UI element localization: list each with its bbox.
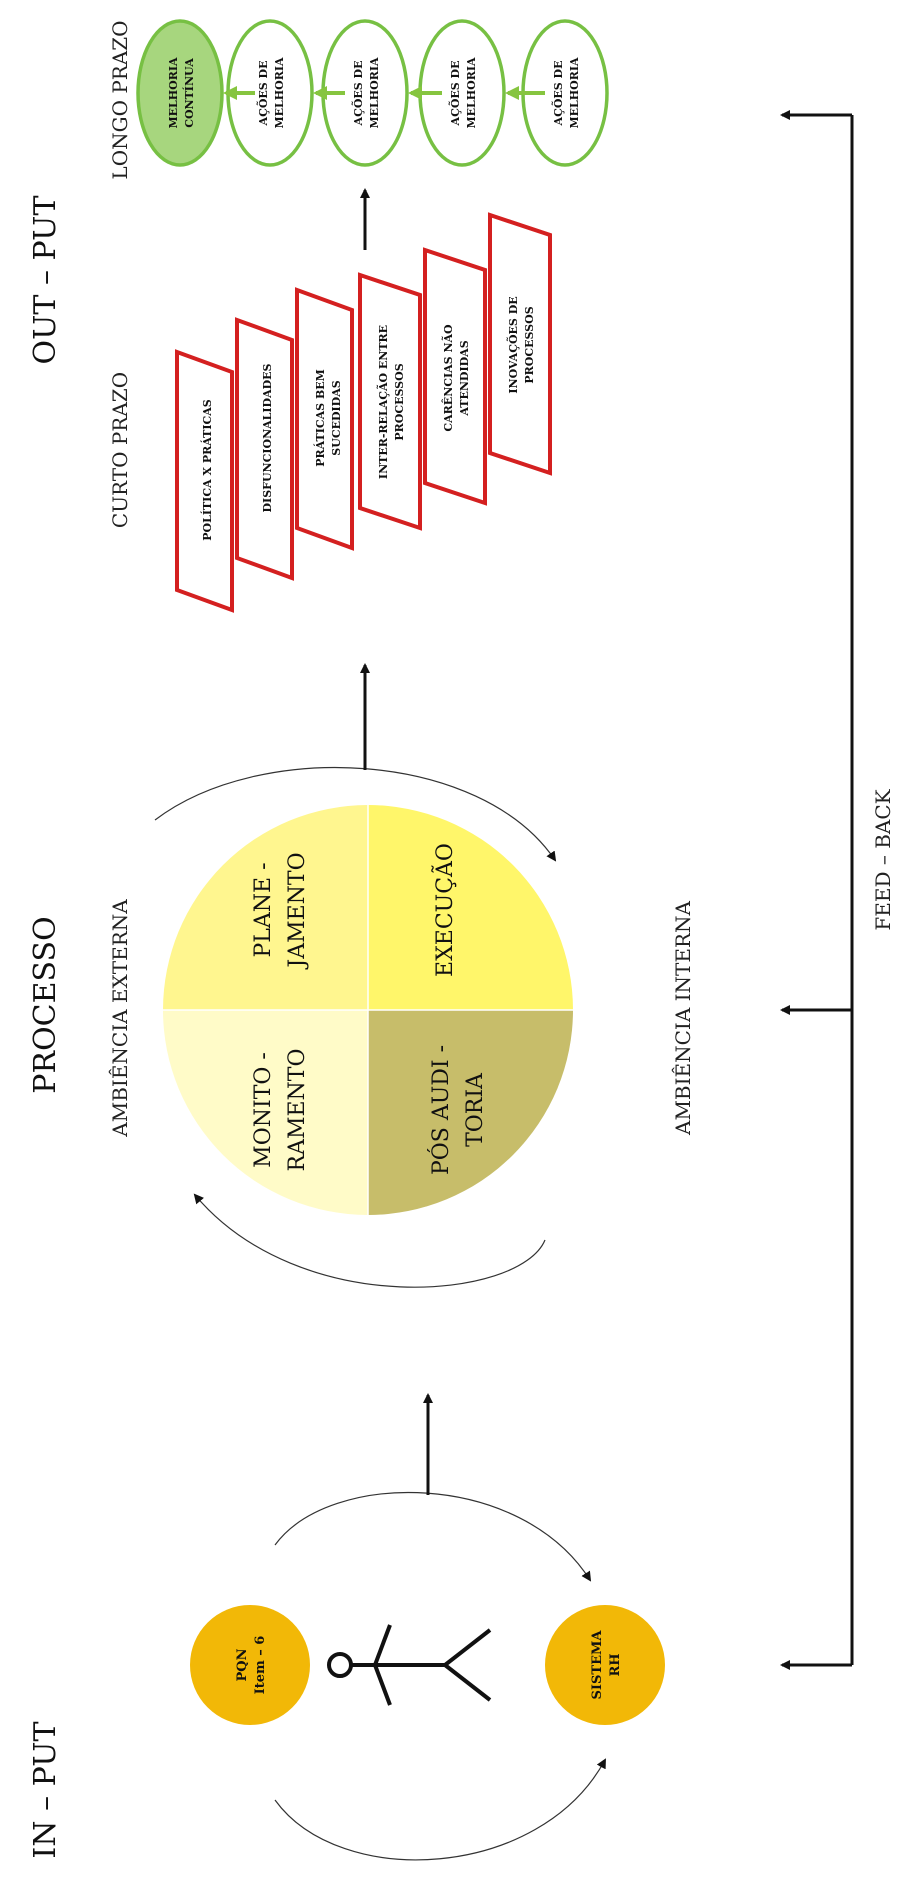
node3-line1: AÇÕES DE: [351, 61, 365, 127]
quadrant-execucao: [368, 805, 573, 1010]
process-title: PROCESSO: [28, 916, 63, 1093]
person-icon: [327, 1624, 492, 1706]
label-feed-back: FEED – BACK: [871, 788, 895, 930]
long-term-nodes: [136, 19, 609, 167]
heading-process: PROCESSO: [28, 916, 63, 1093]
quadrant-monitoramento: [163, 1010, 368, 1215]
pos-auditoria-label: PÓS AUDI - TORIA: [427, 1045, 488, 1175]
box2-line1: DISFUNCIONALIDADES: [261, 363, 274, 512]
heading-input: IN – PUT: [28, 1721, 63, 1858]
pos-auditoria-line-2: TORIA: [463, 1072, 488, 1147]
label-curto-prazo: CURTO PRAZO: [108, 372, 132, 528]
node4-label: AÇÕES DE MELHORIA: [448, 57, 478, 129]
node1-label: MELHORIA CONTÍNUA: [167, 57, 196, 129]
node1-line1: MELHORIA: [167, 57, 180, 129]
sistema-rh-node-label: SISTEMA RH: [590, 1630, 623, 1700]
box6-line2: PROCESSOS: [523, 306, 536, 383]
input-curve-bottom-arrow: [274, 1758, 606, 1861]
rh-label-1: SISTEMA: [590, 1630, 605, 1700]
node5-label: AÇÕES DE MELHORIA: [551, 57, 581, 129]
box-inovacoes: [488, 212, 552, 476]
box-politica-praticas: [175, 349, 234, 613]
execucao-label: EXECUÇÃO: [430, 843, 458, 977]
node3-label: AÇÕES DE MELHORIA: [351, 57, 381, 129]
box4-line2: PROCESSOS: [393, 363, 406, 440]
box5-label: CARÊNCIAS NÃO ATENDIDAS: [441, 324, 471, 432]
pqn-node-label: PQN Item – 6: [235, 1636, 268, 1695]
node1-line2: CONTÍNUA: [182, 58, 196, 128]
node5-line1: AÇÕES DE: [551, 61, 565, 127]
node2-label: AÇÕES DE MELHORIA: [256, 57, 286, 129]
quadrant-planejamento: [163, 805, 368, 1010]
ambiencia-externa-text: AMBIÊNCIA EXTERNA: [108, 899, 132, 1138]
label-ambiencia-interna: AMBIÊNCIA INTERNA: [671, 900, 695, 1136]
box5-line1: CARÊNCIAS NÃO: [441, 324, 455, 432]
longo-prazo-text: LONGO PRAZO: [108, 20, 132, 179]
box1-label: POLÍTICA X PRÁTICAS: [200, 399, 214, 541]
box5-line2: ATENDIDAS: [458, 340, 471, 416]
box-carencias: [423, 247, 487, 506]
planejamento-line-2: JAMENTO: [285, 852, 310, 969]
short-term-boxes: [175, 212, 552, 613]
quadrant-pos-auditoria: [368, 1010, 573, 1215]
monitoramento-line-2: RAMENTO: [285, 1049, 310, 1172]
rh-label-2: RH: [608, 1653, 623, 1676]
sistema-rh-node: [545, 1605, 665, 1725]
execucao-line-1: EXECUÇÃO: [430, 843, 458, 977]
box3-line2: SUCEDIDAS: [330, 380, 343, 455]
node2-line1: AÇÕES DE: [256, 61, 270, 127]
node4-line1: AÇÕES DE: [448, 61, 462, 127]
input-title: IN – PUT: [28, 1721, 63, 1858]
node2-line2: MELHORIA: [273, 57, 286, 129]
curto-prazo-text: CURTO PRAZO: [108, 372, 132, 528]
box-disfuncionalidades: [235, 317, 294, 581]
node3-line2: MELHORIA: [368, 57, 381, 129]
box2-label: DISFUNCIONALIDADES: [261, 363, 274, 512]
pqn-node: [190, 1605, 310, 1725]
output-title: OUT – PUT: [28, 196, 63, 365]
box6-label: INOVAÇÕES DE PROCESSOS: [506, 296, 536, 393]
label-longo-prazo: LONGO PRAZO: [108, 20, 132, 179]
planejamento-line-1: PLANE -: [251, 862, 276, 957]
node4-line2: MELHORIA: [465, 57, 478, 129]
box6-line1: INOVAÇÕES DE: [506, 296, 520, 393]
box-inter-relacao: [358, 272, 422, 531]
box-praticas-bem-sucedidas: [295, 287, 354, 551]
box3-label: PRÁTICAS BEM SUCEDIDAS: [313, 369, 343, 467]
monitoramento-label: MONITO - RAMENTO: [251, 1049, 310, 1172]
process-rotation-arrow-bottom: [193, 1193, 546, 1288]
box4-line1: INTER-RELAÇÃO ENTRE: [376, 325, 390, 479]
box1-line1: POLÍTICA X PRÁTICAS: [200, 399, 214, 541]
pqn-label-2: Item – 6: [253, 1636, 268, 1695]
heading-output: OUT – PUT: [28, 196, 63, 365]
process-circle: [163, 805, 573, 1215]
pos-auditoria-line-1: PÓS AUDI -: [427, 1045, 454, 1175]
label-ambiencia-externa: AMBIÊNCIA EXTERNA: [108, 899, 132, 1138]
ambiencia-interna-text: AMBIÊNCIA INTERNA: [671, 900, 695, 1136]
node-melhoria-continua: [136, 19, 224, 167]
planejamento-label: PLANE - JAMENTO: [251, 852, 310, 969]
box3-line1: PRÁTICAS BEM: [313, 369, 327, 467]
box4-label: INTER-RELAÇÃO ENTRE PROCESSOS: [376, 325, 406, 479]
pqn-label-1: PQN: [235, 1648, 250, 1681]
input-curve-top-arrow: [274, 1492, 592, 1582]
node5-line2: MELHORIA: [568, 57, 581, 129]
feed-back-text: FEED – BACK: [871, 788, 895, 930]
monitoramento-line-1: MONITO -: [251, 1052, 276, 1168]
